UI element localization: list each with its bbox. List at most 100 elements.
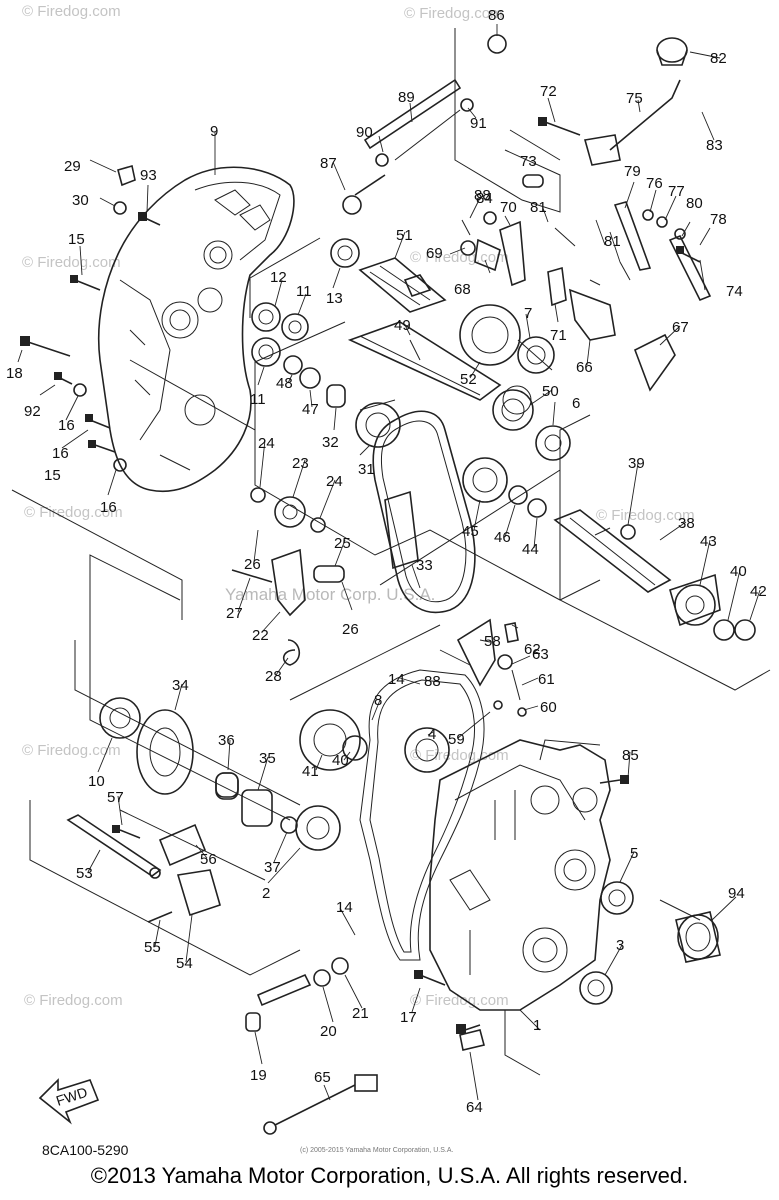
watermarks: © Firedog.com © Firedog.com © Firedog.co… xyxy=(22,3,695,1009)
callout-label: 58 xyxy=(484,633,501,650)
watermark: © Firedog.com xyxy=(22,742,121,759)
callout-label: 92 xyxy=(24,403,41,420)
callout-label: 23 xyxy=(292,455,309,472)
tiny-credit: (c) 2005-2015 Yamaha Motor Corporation, … xyxy=(300,1147,453,1154)
forward-arrow: FWD xyxy=(38,1078,100,1125)
callout-label: 3 xyxy=(616,937,624,954)
callout-label: 37 xyxy=(264,859,281,876)
callout-label: 88 xyxy=(474,187,491,204)
callout-label: 12 xyxy=(270,269,287,286)
diagram-code: 8CA100-5290 xyxy=(42,1142,129,1158)
callout-label: 86 xyxy=(488,7,505,24)
callout-label: 90 xyxy=(356,124,373,141)
callout-label: 1 xyxy=(533,1017,541,1034)
callout-label: 49 xyxy=(394,317,411,334)
callout-label: 60 xyxy=(540,699,557,716)
callout-label: 85 xyxy=(622,747,639,764)
callout-label: 29 xyxy=(64,158,81,175)
callout-label: 32 xyxy=(322,434,339,451)
left-crankcase-cover xyxy=(97,166,295,493)
callout-label: 87 xyxy=(320,155,337,172)
callout-label: 70 xyxy=(500,199,517,216)
callout-label: 84 xyxy=(476,190,493,207)
callout-label: 71 xyxy=(550,327,567,344)
callout-label: 72 xyxy=(540,83,557,100)
callout-label: 44 xyxy=(522,541,539,558)
callout-label: 28 xyxy=(265,668,282,685)
callout-label: 52 xyxy=(460,371,477,388)
callout-label: 47 xyxy=(302,401,319,418)
callout-label: 41 xyxy=(302,763,319,780)
callout-label: 13 xyxy=(326,290,343,307)
callout-label: 17 xyxy=(400,1009,417,1026)
callout-label: 2 xyxy=(262,885,270,902)
callout-label: 74 xyxy=(726,283,743,300)
callout-label: 51 xyxy=(396,227,413,244)
callout-label: 62 xyxy=(524,641,541,658)
callout-label: 4 xyxy=(428,726,436,743)
callout-label: 34 xyxy=(172,677,189,694)
watermark: © Firedog.com xyxy=(410,747,509,764)
callout-label: 31 xyxy=(358,461,375,478)
callout-label: 15 xyxy=(68,231,85,248)
callout-label: 26 xyxy=(342,621,359,638)
callout-label: 64 xyxy=(466,1099,483,1116)
callout-label: 10 xyxy=(88,773,105,790)
watermark: © Firedog.com xyxy=(24,504,123,521)
gears xyxy=(136,274,716,795)
callout-label: 76 xyxy=(646,175,663,192)
callout-label: 78 xyxy=(710,211,727,228)
callout-label: 8 xyxy=(374,692,382,709)
callout-label: 69 xyxy=(426,245,443,262)
callout-label: 38 xyxy=(678,515,695,532)
right-crankcase xyxy=(429,739,611,1011)
callout-label: 93 xyxy=(140,167,157,184)
callout-label: 43 xyxy=(700,533,717,550)
callout-label: 57 xyxy=(107,789,124,806)
callout-label: 35 xyxy=(259,750,276,767)
callout-label: 15 xyxy=(44,467,61,484)
callout-label: 81 xyxy=(530,199,547,216)
callout-label: 24 xyxy=(326,473,343,490)
callout-numbers: 1 2 3 4 5 6 7 8 9 10 11 11 12 13 14 14 1… xyxy=(6,7,767,1116)
callout-label: 33 xyxy=(416,557,433,574)
watermark: © Firedog.com xyxy=(410,249,509,266)
watermark: © Firedog.com xyxy=(404,5,503,22)
callout-label: 39 xyxy=(628,455,645,472)
shafts xyxy=(66,78,672,1007)
copyright-notice: ©2013 Yamaha Motor Corporation, U.S.A. A… xyxy=(90,1163,689,1188)
watermark: © Firedog.com xyxy=(22,254,121,271)
callout-label: 81 xyxy=(604,233,621,250)
watermark: © Firedog.com xyxy=(22,3,121,20)
callout-label: 56 xyxy=(200,851,217,868)
callout-label: 88 xyxy=(424,673,441,690)
callout-label: 59 xyxy=(448,731,465,748)
callout-label: 19 xyxy=(250,1067,267,1084)
callout-label: 6 xyxy=(572,395,580,412)
callout-label: 94 xyxy=(728,885,745,902)
leader-lines xyxy=(17,24,761,1101)
small-parts xyxy=(20,34,721,1135)
callout-label: 11 xyxy=(250,391,266,408)
callout-label: 79 xyxy=(624,163,641,180)
callout-label: 9 xyxy=(210,123,218,140)
callout-label: 89 xyxy=(398,89,415,106)
callout-label: 25 xyxy=(334,535,351,552)
callout-label: 55 xyxy=(144,939,161,956)
watermark: © Firedog.com xyxy=(596,507,695,524)
callout-label: 18 xyxy=(6,365,23,382)
callout-label: 40 xyxy=(730,563,747,580)
callout-label: 16 xyxy=(58,417,75,434)
callout-label: 48 xyxy=(276,375,293,392)
callout-label: 40 xyxy=(332,752,349,769)
callout-label: 83 xyxy=(706,137,723,154)
callout-label: 22 xyxy=(252,627,269,644)
callout-label: 50 xyxy=(542,383,559,400)
callout-label: 82 xyxy=(710,50,727,67)
callout-label: 16 xyxy=(100,499,117,516)
callout-label: 11 xyxy=(296,283,312,300)
callout-label: 27 xyxy=(226,605,243,622)
callout-label: 91 xyxy=(470,115,487,132)
callout-label: 20 xyxy=(320,1023,337,1040)
